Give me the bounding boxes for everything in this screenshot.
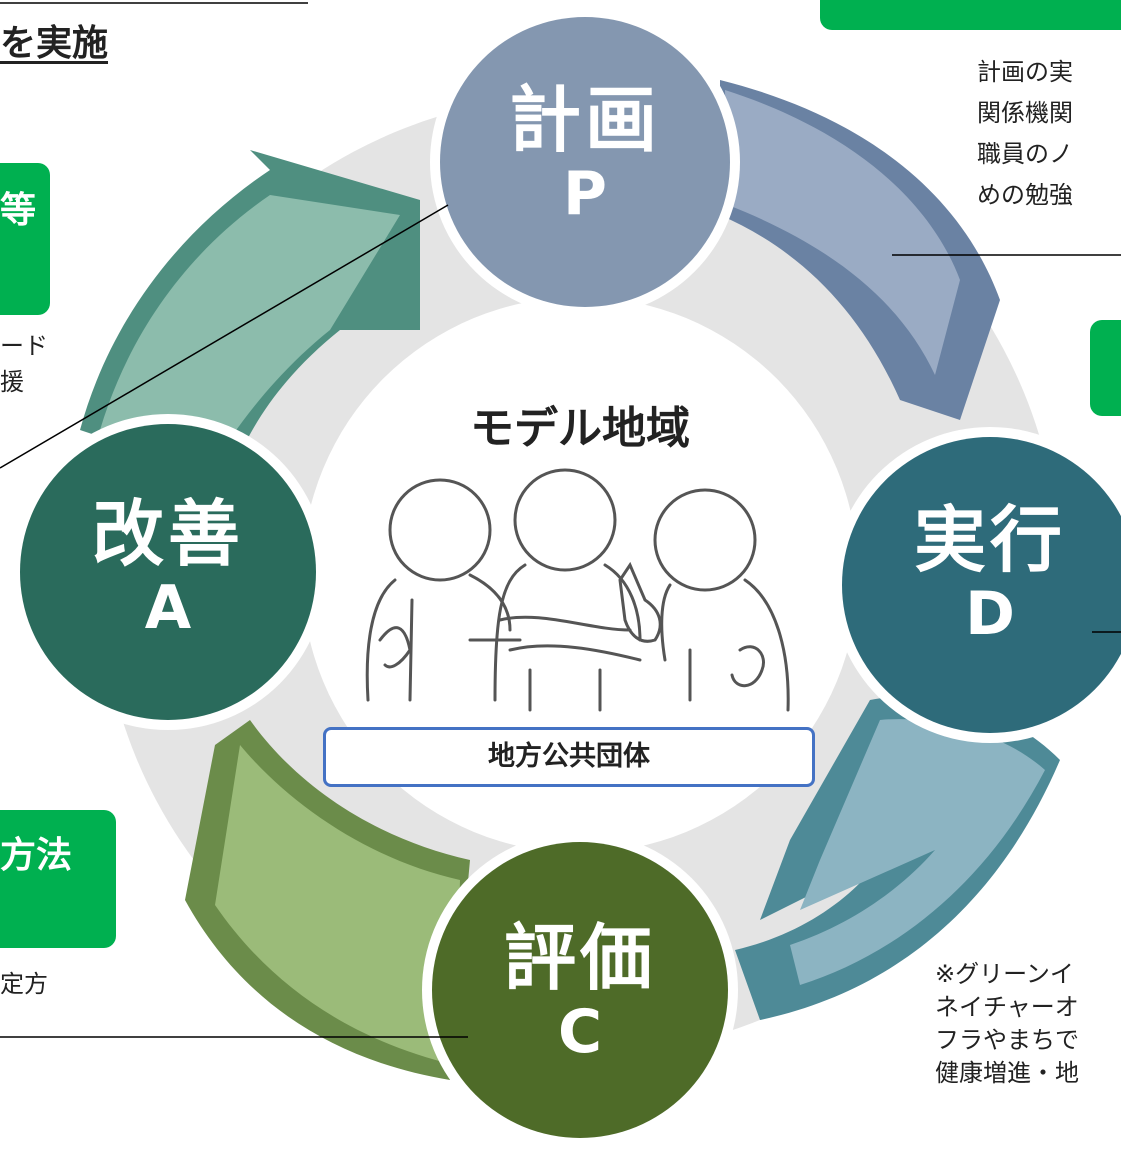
people-illustration — [365, 468, 790, 712]
phase-act-name: 改善 — [91, 492, 244, 576]
arrow-plan-to-do-highlight — [725, 90, 960, 375]
leader-line-act — [0, 204, 449, 469]
left-note-1: ード 援 — [0, 332, 48, 396]
right-label-box-1 — [820, 0, 1121, 30]
phase-act-letter: A — [144, 573, 192, 643]
right-note-2: ※グリーンイ ネイチャーオ フラやまちで 健康増進・地 — [935, 960, 1079, 1087]
phase-act: 改善 A — [53, 494, 283, 642]
check-circle — [432, 842, 728, 1138]
right-label-box-2 — [1090, 320, 1121, 416]
do-circle — [842, 437, 1121, 733]
arrow-do-to-check-highlight — [790, 719, 1045, 985]
phase-check-name: 評価 — [503, 916, 656, 1000]
left-label-box-2-text: 方法 — [0, 835, 73, 876]
right-note-1: 計画の実 関係機関 職員のノ めの勉強 — [977, 58, 1073, 209]
phase-check: 評価 C — [465, 918, 695, 1066]
plan-circle — [440, 17, 730, 307]
center-title: モデル地域 — [470, 403, 690, 454]
arrow-check-to-act-highlight — [215, 745, 460, 1065]
left-note-2: 定方 — [0, 970, 48, 998]
phase-plan-name: 計画 — [508, 78, 661, 162]
phase-plan-letter: P — [563, 159, 607, 229]
act-circle — [20, 424, 316, 720]
arrow-act-to-plan-highlight — [100, 195, 400, 470]
page-heading: を実施 — [0, 23, 109, 64]
phase-do: 実行 D — [875, 500, 1105, 648]
left-label-box-2: 方法 — [0, 810, 116, 948]
left-label-box-1: 等 — [0, 163, 50, 315]
center-label-box: 地方公共団体 — [323, 727, 815, 787]
left-label-box-1-text: 等 — [0, 190, 37, 231]
phase-do-letter: D — [965, 579, 1015, 649]
phase-plan: 計画 P — [470, 80, 700, 228]
phase-check-letter: C — [557, 997, 603, 1067]
center-disc — [302, 297, 858, 853]
phase-do-name: 実行 — [913, 498, 1066, 582]
